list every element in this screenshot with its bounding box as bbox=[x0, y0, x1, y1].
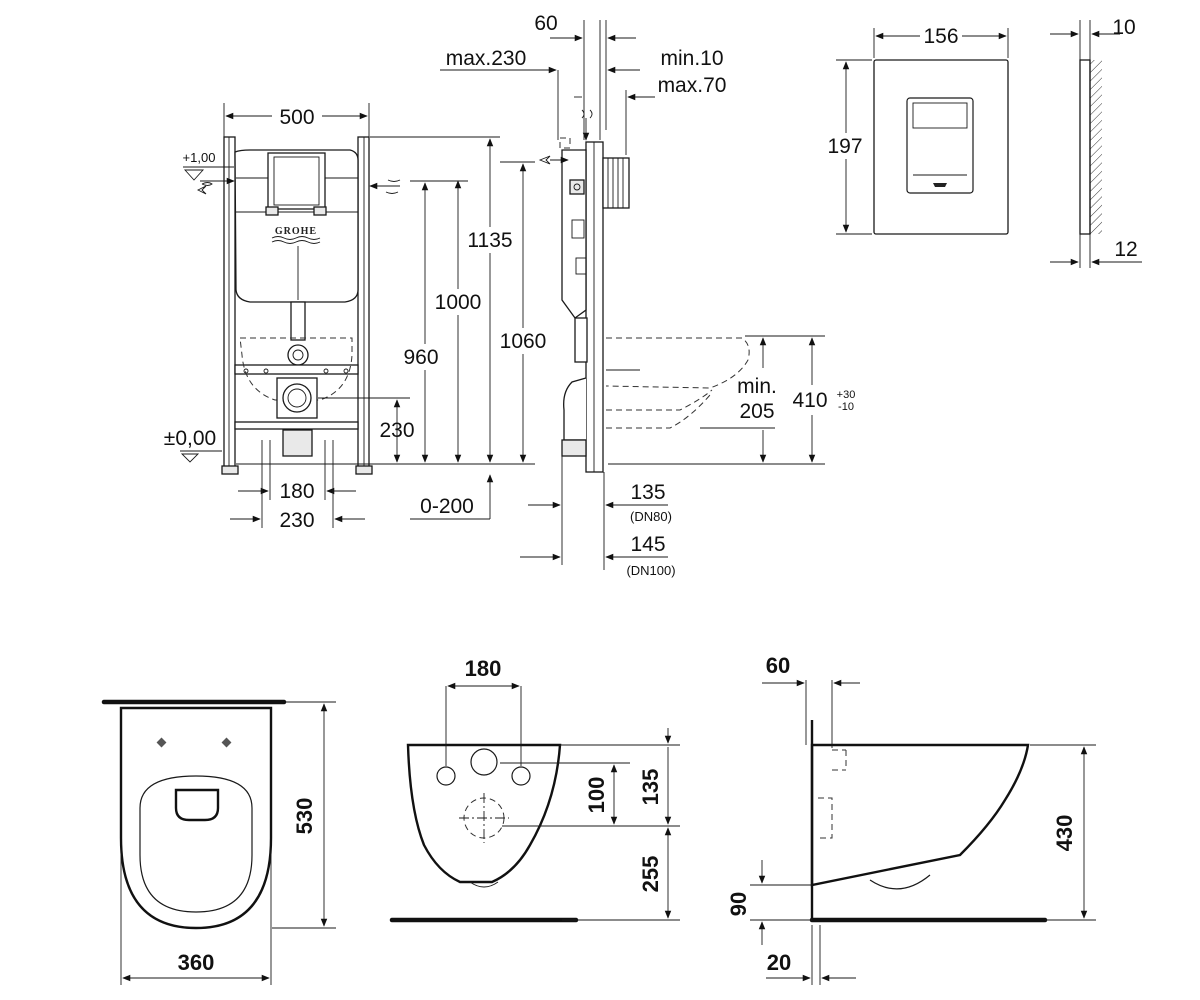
brand-logo: GROHE bbox=[275, 226, 317, 237]
flush-plate-view: 156 197 10 12 bbox=[822, 16, 1142, 268]
depth-60-dim: 60 bbox=[534, 12, 557, 35]
bowl-length-dim: 530 bbox=[292, 798, 317, 835]
min10-dim: min.10 bbox=[660, 47, 723, 70]
frame-side-view: 60 max.230 min.10 max.70 min. 205 410 +3… bbox=[440, 12, 855, 578]
height-960-dim: 960 bbox=[403, 346, 438, 369]
drain-145-dim: 145 bbox=[630, 533, 665, 556]
bowl-side-view: 60 430 90 20 bbox=[726, 653, 1096, 985]
max230-dim: max.230 bbox=[446, 47, 527, 70]
spacing-230-dim: 230 bbox=[279, 509, 314, 532]
plate-depth-12-dim: 12 bbox=[1114, 238, 1137, 261]
wc-410-dim: 410 bbox=[792, 389, 827, 412]
height-1135-dim: 1135 bbox=[467, 229, 512, 252]
plate-height-dim: 197 bbox=[827, 135, 862, 158]
side-90-dim: 90 bbox=[726, 892, 751, 916]
drain-height-dim: 230 bbox=[379, 419, 414, 442]
plate-width-dim: 156 bbox=[923, 25, 958, 48]
side-60-dim: 60 bbox=[766, 653, 790, 678]
height-1000-dim: 1000 bbox=[435, 291, 482, 314]
plate-depth-10-dim: 10 bbox=[1112, 16, 1135, 39]
height-1060-dim: 1060 bbox=[500, 330, 547, 353]
side-430-dim: 430 bbox=[1052, 815, 1077, 852]
bowl-width-dim: 360 bbox=[178, 950, 215, 975]
bowl-top-view: 530 360 bbox=[101, 699, 336, 985]
max70-dim: max.70 bbox=[658, 74, 727, 97]
inlet-level-label: +1,00 bbox=[183, 150, 216, 165]
back-100-dim: 100 bbox=[584, 777, 609, 814]
frame-width-dim: 500 bbox=[279, 106, 314, 129]
dn100-label: (DN100) bbox=[626, 563, 675, 578]
floor-level-label: ±0,00 bbox=[164, 427, 216, 450]
adjust-range-dim: 0-200 bbox=[420, 495, 474, 518]
wc-205-dim: 205 bbox=[739, 400, 774, 423]
height-dimensions: 960 1000 1135 1060 0-200 bbox=[236, 136, 551, 520]
tolerance-minus: -10 bbox=[838, 401, 854, 413]
drain-135-dim: 135 bbox=[630, 481, 665, 504]
bowl-back-view: 180 100 135 255 bbox=[389, 656, 680, 923]
spacing-180-dim: 180 bbox=[279, 480, 314, 503]
side-20-dim: 20 bbox=[767, 950, 791, 975]
dn80-label: (DN80) bbox=[630, 509, 672, 524]
tolerance-plus: +30 bbox=[837, 389, 856, 401]
wc-min-label: min. bbox=[737, 375, 777, 398]
back-255-dim: 255 bbox=[638, 856, 663, 893]
back-135-dim: 135 bbox=[638, 769, 663, 806]
back-spacing-dim: 180 bbox=[465, 656, 502, 681]
frame-front-view: GROHE +1,00 ±0,00 bbox=[164, 103, 415, 532]
